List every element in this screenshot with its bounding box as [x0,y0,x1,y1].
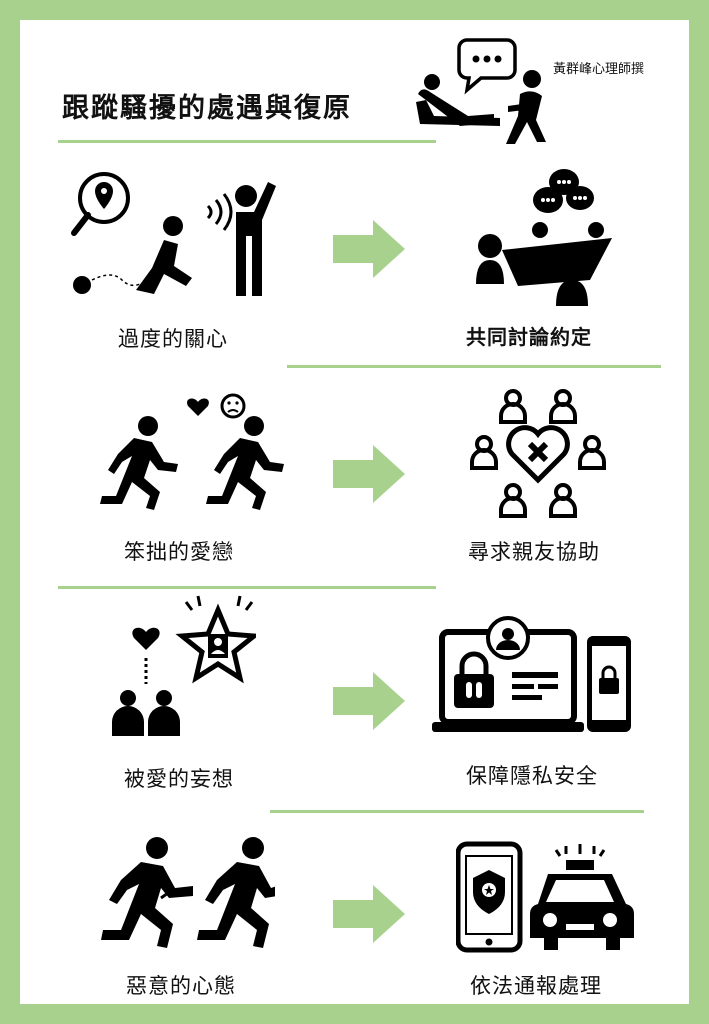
row3-left-label: 被愛的妄想 [124,767,234,791]
arrow-icon [333,220,405,278]
stalker-chasing-icon [71,172,276,296]
frame-right [689,0,709,1024]
erotomania-icon [112,595,256,736]
attacker-chasing-icon [101,837,275,948]
row3-divider [270,810,644,813]
header-divider [58,140,436,143]
row2-left-label: 笨拙的愛戀 [124,540,234,564]
arrow-icon [333,445,405,503]
row4-right-label: 依法通報處理 [470,974,602,998]
row1-divider [287,365,661,368]
row2-right-label: 尋求親友協助 [468,540,600,564]
group-meeting-icon [476,169,612,306]
page-title: 跟蹤騷擾的處遇與復原 [62,93,352,124]
row2-divider [58,586,436,589]
row1-right-label: 共同討論約定 [466,325,592,349]
frame-bottom [0,1004,709,1024]
support-network-icon [470,389,606,518]
two-runners-heart-icon [100,393,284,510]
frame-top [0,0,709,20]
privacy-lock-devices-icon [432,616,631,732]
arrow-icon [333,672,405,730]
frame-left [0,0,20,1024]
author-credit: 黃群峰心理師撰 [553,62,645,77]
row3-right-label: 保障隱私安全 [466,764,598,788]
row4-left-label: 惡意的心態 [126,974,236,998]
row1-left-label: 過度的關心 [118,327,228,351]
arrow-icon [333,885,405,943]
police-report-icon [456,841,634,953]
therapy-session-icon [416,38,546,144]
